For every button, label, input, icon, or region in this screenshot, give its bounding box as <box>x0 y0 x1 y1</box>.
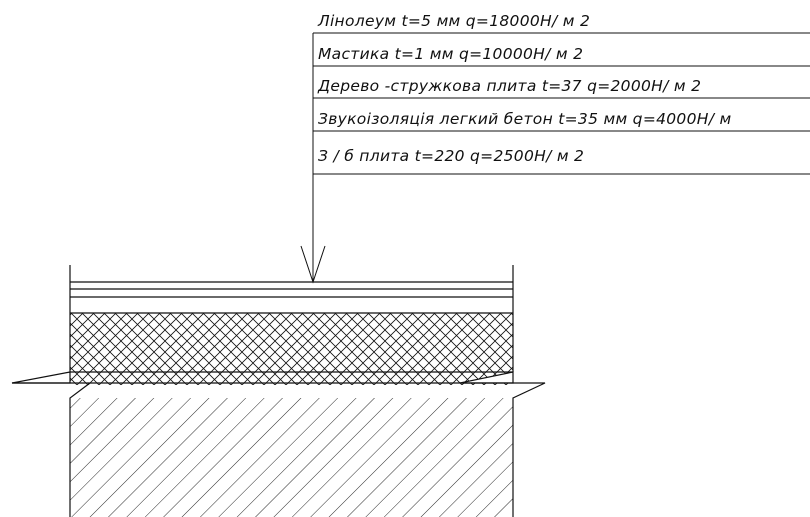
left-break-line <box>11 371 71 384</box>
sound-insulation-layer <box>70 313 513 385</box>
slab-left-break-line <box>69 382 91 517</box>
layer-label-mastic: Мастика t=1 мм q=10000Н/ м 2 <box>318 45 583 63</box>
layer-label-linoleum: Лінолеум t=5 мм q=18000Н/ м 2 <box>317 12 590 30</box>
layer-label-rc-slab: З / б плита t=220 q=2500Н/ м 2 <box>318 147 584 165</box>
slab-top-break-line <box>12 382 546 517</box>
layer-label-sound-insulation: Звукоізоляція легкий бетон t=35 мм q=400… <box>318 110 731 128</box>
layer-label-particleboard: Дерево -стружкова плита t=37 q=2000Н/ м … <box>317 77 701 95</box>
rc-slab-hatch <box>70 398 513 517</box>
rc-slab <box>12 382 546 517</box>
floor-layers <box>11 265 514 385</box>
label-table <box>300 32 810 284</box>
